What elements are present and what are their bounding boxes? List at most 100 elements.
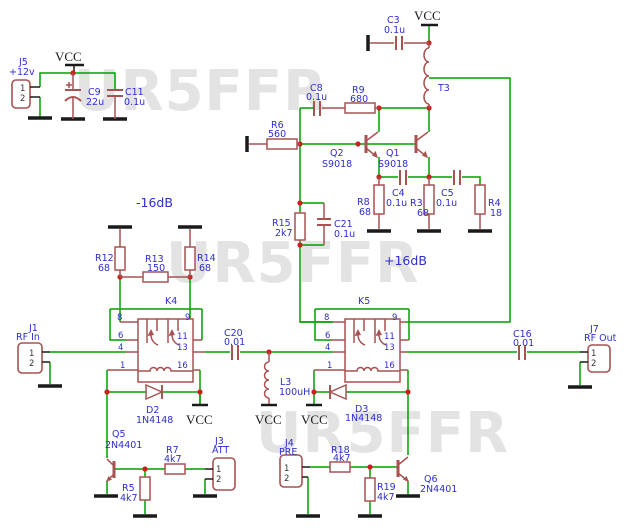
- l3-value: 100uH: [279, 387, 310, 398]
- inductor-l3: L3 100uH: [263, 352, 310, 404]
- capacitor-c16: C16 0.01: [513, 329, 534, 360]
- c4-value: 0.1u: [386, 198, 407, 209]
- inductor-t3: T3: [423, 43, 450, 108]
- connector-j1: J1 RF In 1 2: [16, 323, 50, 374]
- r14-ref: R14: [197, 253, 216, 264]
- watermark-text: UR5FFR: [256, 401, 510, 466]
- j7-ref: J7: [589, 324, 599, 335]
- l3-ref: L3: [280, 377, 291, 388]
- r9-ref: R9: [352, 85, 365, 96]
- transistor-q2: Q2 S9018: [322, 131, 379, 170]
- capacitor-c11: C11 0.1u: [107, 87, 145, 119]
- r6-ref: R6: [271, 120, 284, 131]
- j5-ref: J5: [18, 57, 28, 68]
- diode-d3: D3 1N4148: [328, 383, 382, 424]
- r7-ref: R7: [166, 445, 179, 456]
- c21-value: 0.1u: [334, 229, 355, 240]
- k5-pin11: 11: [384, 332, 395, 342]
- vcc-label: VCC: [186, 412, 213, 427]
- resistor-r19: R19 4k7: [364, 477, 396, 503]
- capacitor-c20: C20 0.01: [224, 328, 245, 360]
- resistor-r13: R13 150: [120, 254, 190, 283]
- vcc-label: VCC: [414, 8, 441, 23]
- t3-ref: T3: [437, 83, 450, 94]
- k5-pin16: 16: [384, 361, 395, 371]
- q1-ref: Q1: [386, 148, 400, 159]
- k4-pin11: 11: [177, 332, 188, 342]
- q6-ref: Q6: [424, 474, 438, 485]
- c21-ref: C21: [334, 219, 353, 230]
- k5-pin4: 4: [325, 343, 330, 353]
- c3-value: 0.1u: [384, 25, 405, 36]
- d2-value: 1N4148: [136, 415, 173, 426]
- capacitor-c5: C5 0.1u: [436, 170, 461, 209]
- j5-pin1: 1: [20, 84, 25, 94]
- vcc-label: VCC: [55, 49, 82, 64]
- capacitor-c3: C3 0.1u: [370, 15, 429, 50]
- d3-value: 1N4148: [345, 413, 382, 424]
- resistor-r4: R4 18: [474, 184, 502, 229]
- c5-value: 0.1u: [436, 198, 457, 209]
- r5-ref: R5: [122, 483, 135, 494]
- resistor-r12: R12 68: [95, 229, 126, 277]
- r3-value: 68: [417, 208, 429, 219]
- j3-pin2: 2: [216, 475, 221, 485]
- resistor-r14: R14 68: [184, 229, 216, 277]
- j4-pin2: 2: [284, 474, 289, 484]
- capacitor-c9: C9 22u: [64, 73, 104, 119]
- d3-ref: D3: [355, 404, 368, 415]
- amp-gain-label: +16dB: [384, 253, 427, 268]
- r14-value: 68: [199, 263, 211, 274]
- r4-value: 18: [490, 208, 502, 219]
- r13-ref: R13: [145, 254, 164, 265]
- q6-value: 2N4401: [420, 484, 457, 495]
- q5-ref: Q5: [112, 429, 126, 440]
- resistor-r5: R5 4k7: [120, 476, 151, 504]
- transistor-q5: Q5 2N4401: [105, 429, 142, 482]
- k5-pin1: 1: [327, 361, 332, 371]
- resistor-r7: R7 4k7: [164, 445, 186, 475]
- c16-ref: C16: [513, 329, 532, 340]
- resistor-r15: R15 2k7: [272, 212, 306, 241]
- c11-value: 0.1u: [124, 97, 145, 108]
- k4-ref: K4: [165, 296, 177, 307]
- r12-value: 68: [98, 263, 110, 274]
- r9-value: 680: [350, 94, 368, 105]
- vcc-label: VCC: [301, 412, 328, 427]
- connector-j7: J7 RF Out 1 2: [580, 324, 617, 373]
- relay-k4: K4 8 9 6 11 4 13 1 16: [107, 296, 205, 383]
- r13-value: 150: [147, 263, 165, 274]
- c16-value: 0.01: [513, 338, 534, 349]
- r18-ref: R18: [331, 445, 350, 456]
- vcc-label: VCC: [255, 412, 282, 427]
- j1-ref: J1: [28, 323, 38, 334]
- k5-ref: K5: [358, 296, 370, 307]
- watermark-text: UR5FFR: [74, 59, 328, 124]
- c4-ref: C4: [392, 188, 405, 199]
- transistor-q6: Q6 2N4401: [396, 456, 457, 495]
- c5-ref: C5: [441, 188, 454, 199]
- r4-ref: R4: [488, 198, 501, 209]
- c20-ref: C20: [224, 328, 243, 339]
- k4-pin8: 8: [117, 313, 122, 323]
- j5-value: +12v: [9, 67, 35, 78]
- k5-pin8: 8: [324, 313, 329, 323]
- resistor-r18: R18 4k7: [329, 445, 351, 473]
- c9-value: 22u: [86, 97, 104, 108]
- k4-pin13: 13: [177, 343, 188, 353]
- q1-value: S9018: [378, 159, 408, 170]
- capacitor-c21: C21 0.1u: [317, 203, 355, 245]
- j5-pin2: 2: [20, 94, 25, 104]
- connector-j5: J5 +12v 1 2: [9, 57, 40, 109]
- j3-pin1: 1: [216, 465, 221, 475]
- j1-pin2: 2: [29, 359, 34, 369]
- c11-ref: C11: [125, 87, 144, 98]
- transistor-q1: Q1 S9018: [378, 131, 429, 170]
- resistor-r3: R3 68: [410, 177, 435, 229]
- k4-pin16: 16: [177, 361, 188, 371]
- k4-pin4: 4: [118, 343, 123, 353]
- r19-value: 4k7: [377, 492, 395, 503]
- capacitor-c8: C8 0.1u: [306, 83, 345, 116]
